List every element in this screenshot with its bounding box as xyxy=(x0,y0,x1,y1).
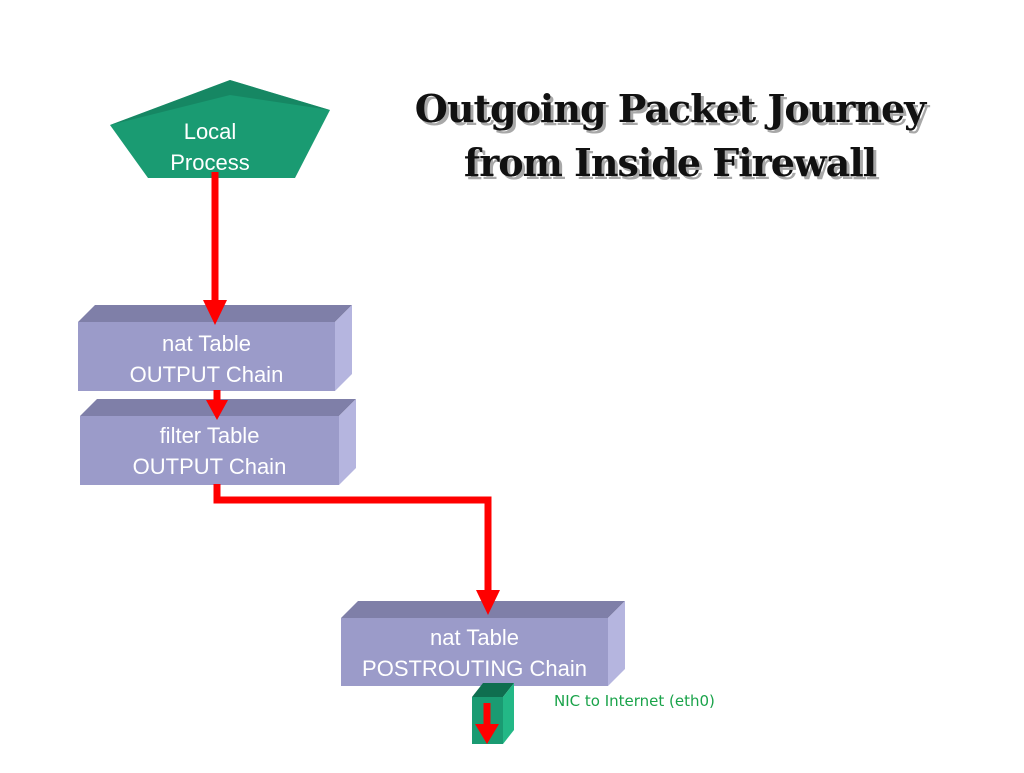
nat-postrouting-line-2: POSTROUTING Chain xyxy=(362,656,587,681)
title-line-2: from Inside Firewall xyxy=(463,140,877,185)
filter-output-line-2: OUTPUT Chain xyxy=(132,454,287,479)
arrow-nat-to-filter xyxy=(206,390,228,420)
nic-block xyxy=(472,683,514,744)
nat-postrouting-line-1: nat Table xyxy=(430,625,519,650)
arrow-to-nic xyxy=(475,703,499,744)
nat-output-line-2: OUTPUT Chain xyxy=(129,362,284,387)
local-process-line-2: Process xyxy=(170,150,250,175)
filter-output-box xyxy=(80,399,356,485)
local-process-node xyxy=(110,80,330,178)
nat-output-label: nat Table OUTPUT Chain xyxy=(78,328,335,390)
filter-output-line-1: filter Table xyxy=(159,423,260,448)
arrow-filter-to-postrouting xyxy=(213,484,500,615)
nat-output-box xyxy=(78,305,352,391)
local-process-label: Local Process xyxy=(140,116,280,178)
local-process-line-1: Local xyxy=(183,119,237,144)
nat-output-line-1: nat Table xyxy=(162,331,251,356)
page-title: Outgoing Packet Journey from Inside Fire… xyxy=(400,82,940,190)
filter-output-label: filter Table OUTPUT Chain xyxy=(80,420,339,482)
nic-label: NIC to Internet (eth0) xyxy=(554,692,715,710)
arrow-local-to-nat xyxy=(203,172,227,325)
nat-postrouting-label: nat Table POSTROUTING Chain xyxy=(341,622,608,684)
title-line-1: Outgoing Packet Journey xyxy=(414,86,927,131)
nat-postrouting-box xyxy=(341,601,625,686)
